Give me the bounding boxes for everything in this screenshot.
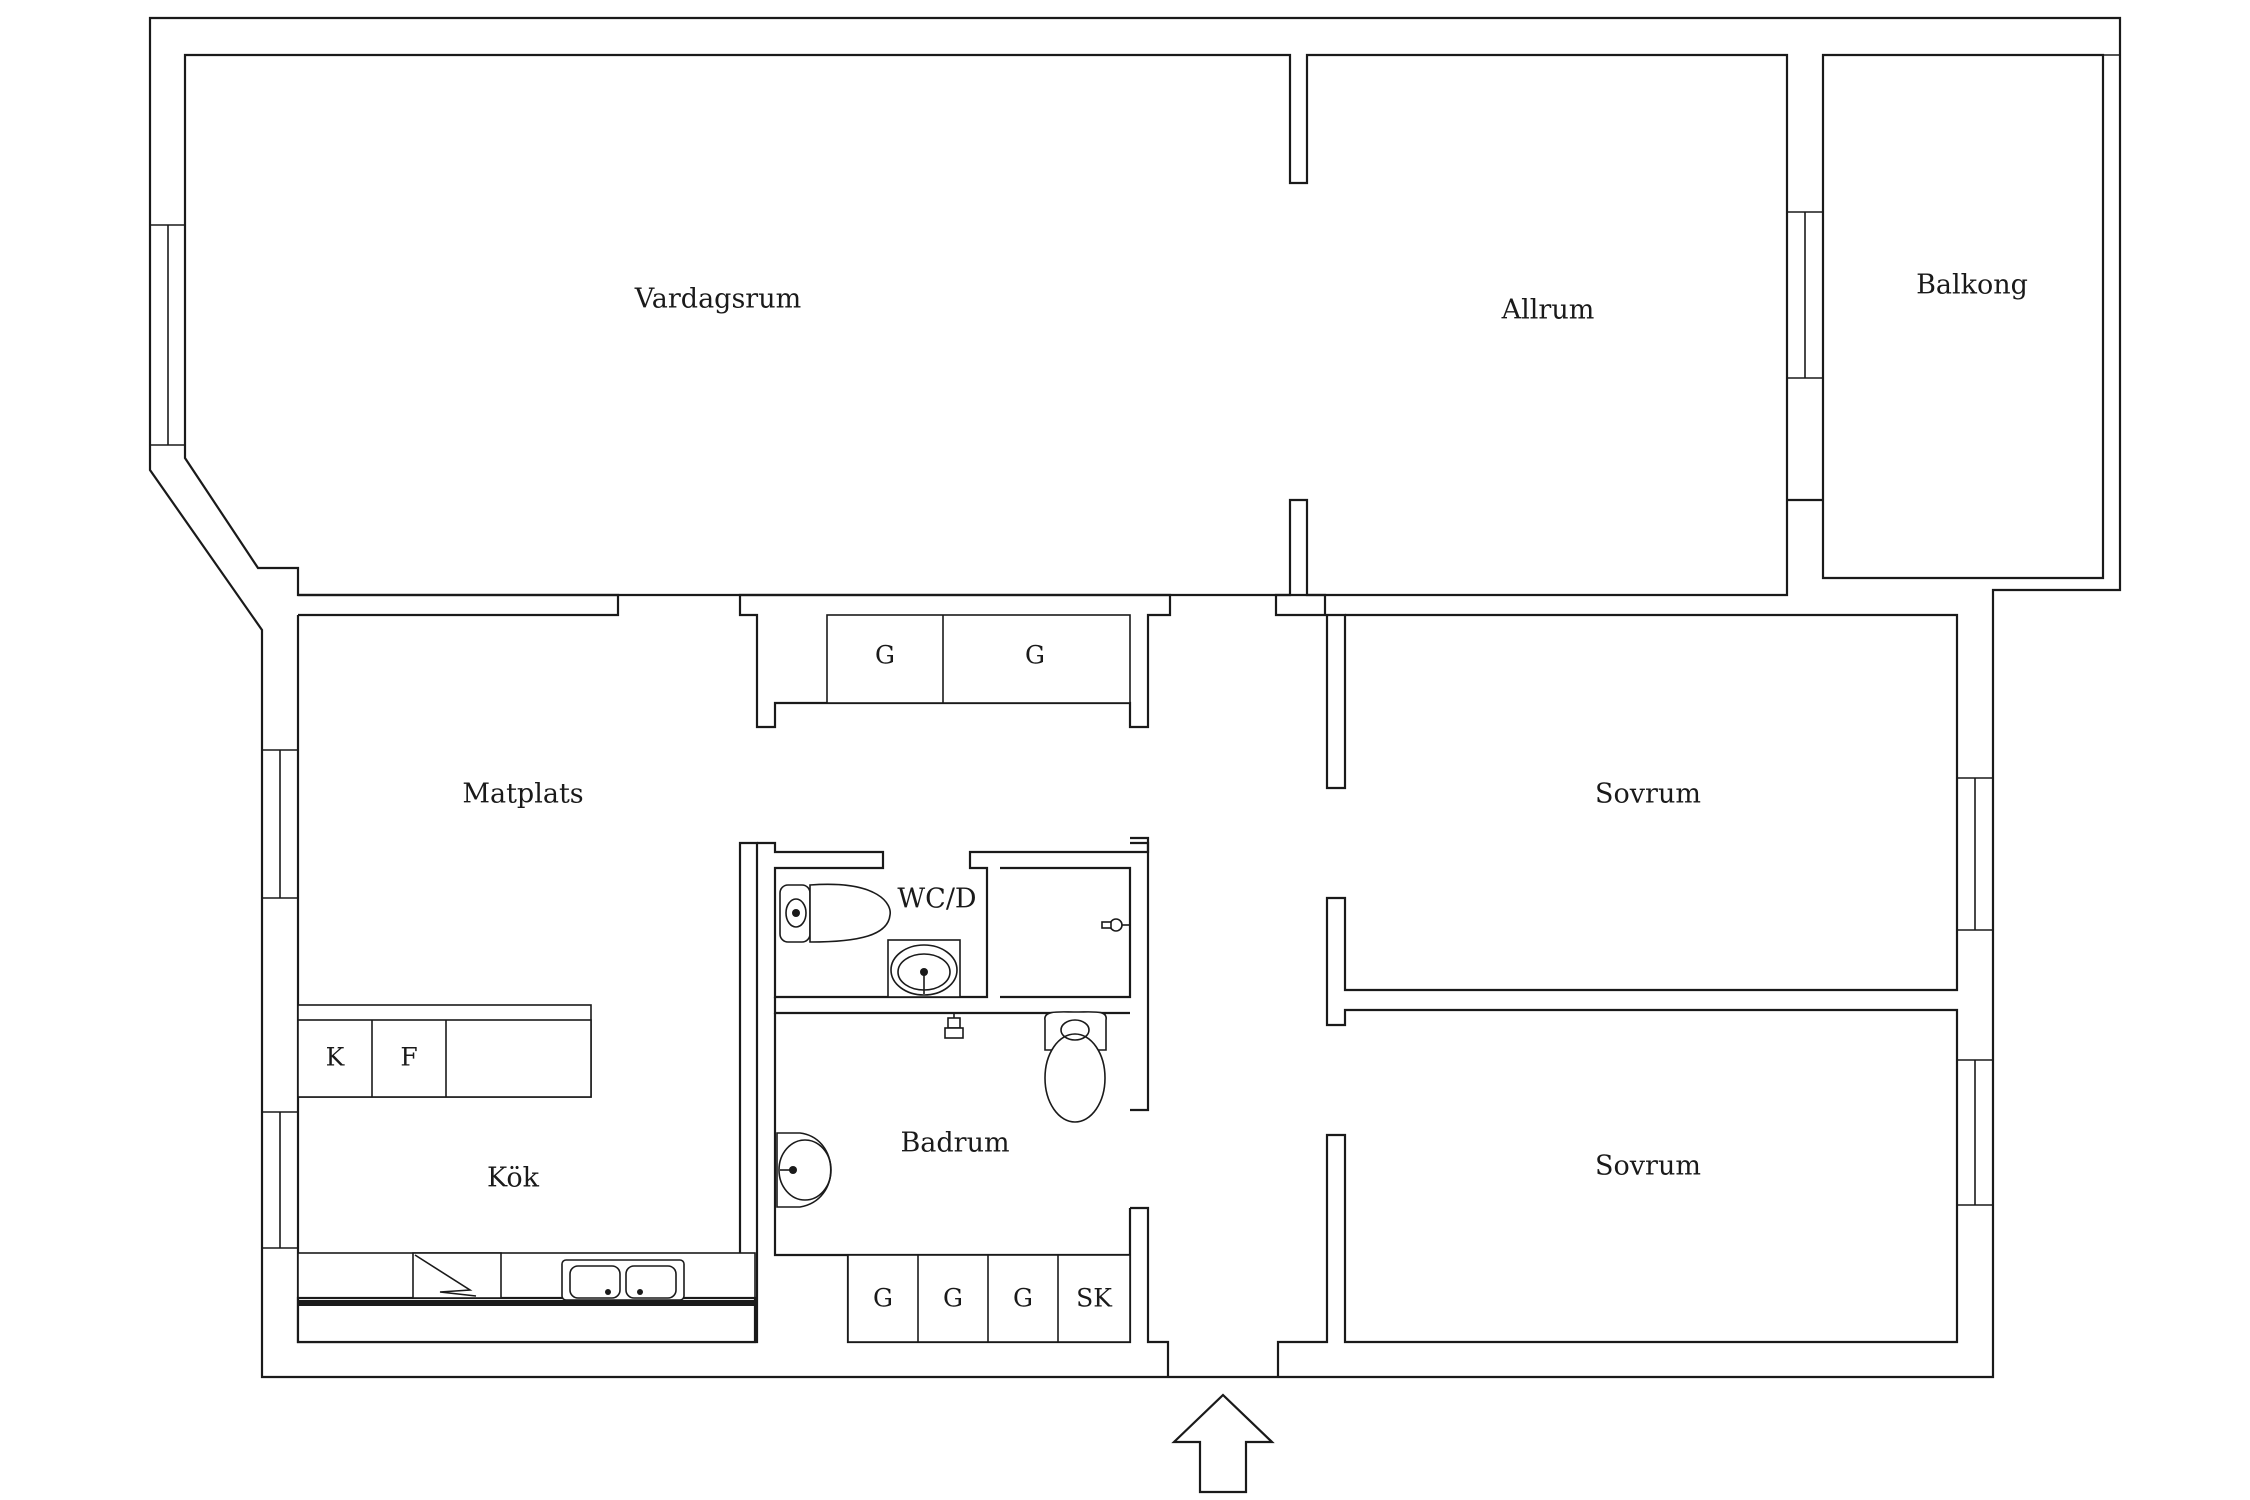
room-label-matplats: Matplats (462, 779, 583, 810)
window-left (150, 224, 185, 446)
balcony (1787, 53, 2120, 580)
shower-icon (1101, 918, 1130, 932)
room-label-allrum: Allrum (1501, 295, 1595, 326)
hall-closet (738, 593, 1172, 729)
tap-icon (944, 1013, 964, 1039)
sink-icon (776, 1132, 832, 1208)
cabinet-label-f: F (400, 1043, 417, 1072)
bath-cabinet-label-2: G (943, 1284, 963, 1313)
bath-cabinets (847, 1254, 1131, 1343)
bath-cabinet-label-sk: SK (1076, 1284, 1113, 1313)
outer-walls (148, 16, 2122, 1379)
sink-icon (887, 939, 961, 998)
toilet-icon (1044, 1011, 1107, 1123)
closet-label-2: G (1025, 641, 1045, 670)
bath-cabinet-label-3: G (1013, 1284, 1033, 1313)
room-label-sovrum-2: Sovrum (1595, 1151, 1701, 1182)
dining-kitchen-walls (262, 593, 759, 1344)
room-label-badrum: Badrum (900, 1128, 1009, 1159)
kitchen-counter (296, 1252, 757, 1344)
room-label-balkong: Balkong (1916, 270, 2028, 301)
room-label-wc: WC/D (897, 884, 976, 915)
bath-cabinet-label-1: G (873, 1284, 893, 1313)
toilet-icon (779, 883, 891, 943)
cabinet-label-k: K (326, 1043, 346, 1072)
room-label-kok: Kök (487, 1163, 540, 1194)
bedroom-walls (1274, 593, 1993, 1377)
room-label-vardagsrum: Vardagsrum (634, 284, 801, 315)
kitchen-cabinets (297, 1004, 592, 1098)
entrance-arrow-icon (1171, 1393, 1275, 1494)
room-label-sovrum-1: Sovrum (1595, 779, 1701, 810)
closet-label-1: G (875, 641, 895, 670)
